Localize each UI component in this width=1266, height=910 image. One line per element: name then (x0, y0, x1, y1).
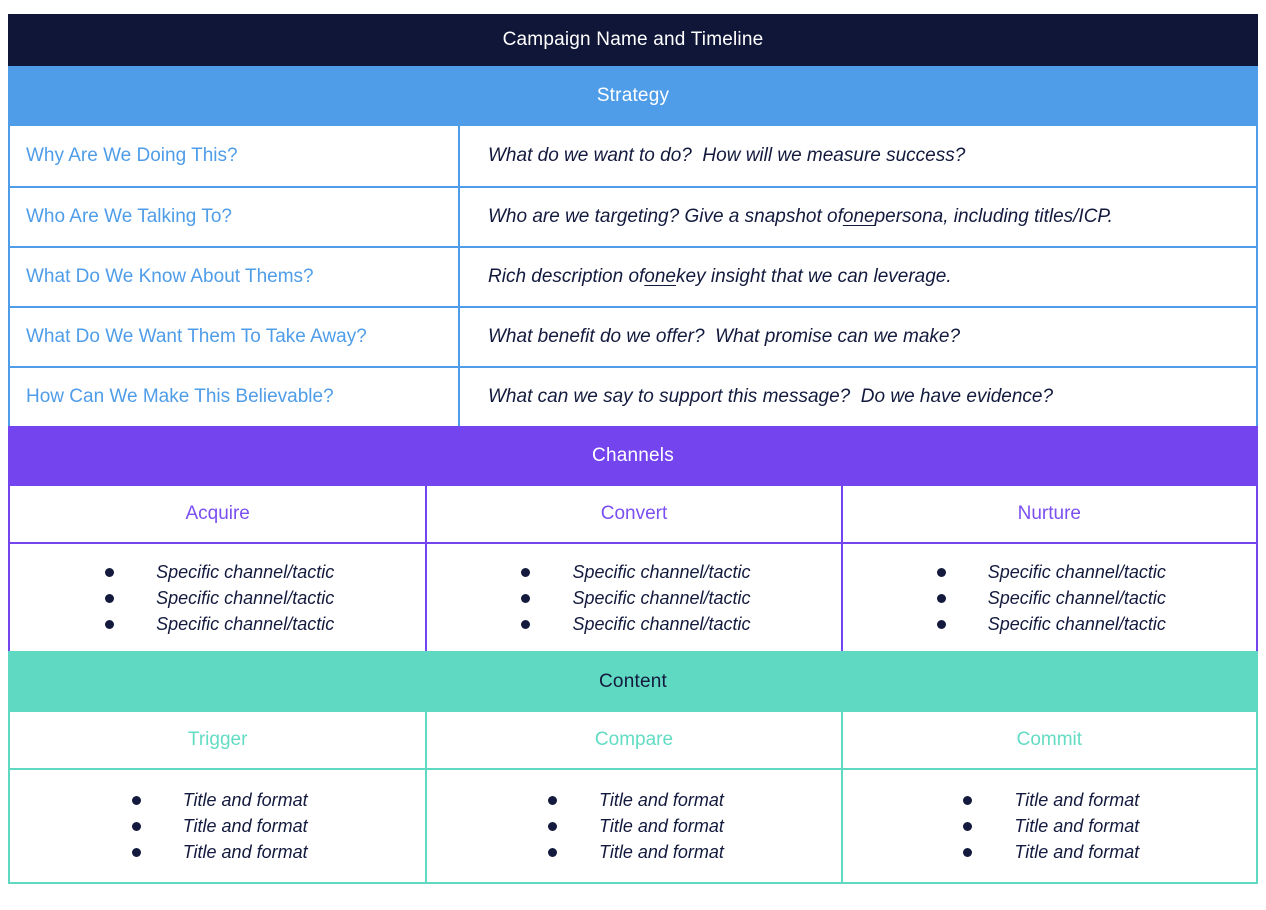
campaign-title: Campaign Name and Timeline (502, 29, 764, 50)
strategy-row-label: What Do We Want Them To Take Away? (10, 308, 460, 366)
content-column-title: Trigger (187, 729, 248, 750)
list-item: Specific channel/tactic (101, 611, 334, 637)
strategy-row-label: How Can We Make This Believable? (10, 368, 460, 426)
content-header-label: Content (599, 670, 667, 692)
underlined-text: one (842, 206, 875, 227)
strategy-row-label: Who Are We Talking To? (10, 188, 460, 246)
list-item: Title and format (959, 839, 1139, 865)
channel-column-title: Convert (425, 486, 840, 542)
list-item: Specific channel/tactic (101, 559, 334, 585)
description-text: What do we want to do? How will we measu… (488, 145, 966, 166)
description-text: persona, including titles/ICP. (874, 206, 1113, 227)
list-item: Title and format (128, 813, 308, 839)
strategy-rows: Why Are We Doing This? What do we want to… (8, 126, 1258, 426)
strategy-row: Why Are We Doing This? What do we want to… (10, 126, 1256, 186)
list-item: Title and format (544, 839, 724, 865)
strategy-row-description: Who are we targeting? Give a snapshot of… (460, 188, 1256, 246)
content-section-header: Content (8, 651, 1258, 712)
description-text: What benefit do we offer? What promise c… (488, 326, 961, 347)
description-text: Who are we targeting? Give a snapshot of (488, 206, 843, 227)
channels-section-header: Channels (8, 426, 1258, 486)
list-item: Specific channel/tactic (933, 611, 1166, 637)
description-text: What can we say to support this message?… (488, 386, 1054, 407)
list-item: Title and format (544, 787, 724, 813)
strategy-row-description: What can we say to support this message?… (460, 368, 1256, 426)
strategy-row-label: What Do We Know About Thems? (10, 248, 460, 306)
content-column-title: Compare (425, 712, 840, 768)
strategy-row: How Can We Make This Believable? What can… (10, 366, 1256, 426)
description-text: key insight that we can leverage. (676, 266, 952, 287)
strategy-row: What Do We Want Them To Take Away? What b… (10, 306, 1256, 366)
list-item: Specific channel/tactic (517, 559, 751, 585)
description-text: Rich description of (488, 266, 645, 287)
list-item: Specific channel/tactic (517, 611, 751, 637)
strategy-header-label: Strategy (596, 85, 670, 106)
list-item: Specific channel/tactic (933, 559, 1166, 585)
underlined-text: one (644, 266, 676, 287)
strategy-row-description: What do we want to do? How will we measu… (460, 126, 1256, 186)
strategy-row-description: What benefit do we offer? What promise c… (460, 308, 1256, 366)
channel-column-title: Acquire (185, 503, 250, 524)
list-item: Specific channel/tactic (517, 585, 751, 611)
strategy-row-description: Rich description of one key insight that… (460, 248, 1256, 306)
content-column-title: Commit (840, 712, 1256, 768)
list-item: Specific channel/tactic (933, 585, 1166, 611)
list-item: Title and format (959, 787, 1139, 813)
strategy-section-header: Strategy (8, 66, 1258, 126)
strategy-row-label: Why Are We Doing This? (10, 126, 460, 186)
list-item: Title and format (128, 787, 308, 813)
channels-header-label: Channels (592, 445, 674, 466)
list-item: Title and format (128, 839, 308, 865)
strategy-row: What Do We Know About Thems?Rich descrip… (10, 246, 1256, 306)
strategy-row: Who Are We Talking To?Who are we targeti… (10, 186, 1256, 246)
list-item: Title and format (544, 813, 724, 839)
channel-column-title: Nurture (840, 486, 1256, 542)
list-item: Specific channel/tactic (101, 585, 334, 611)
campaign-template-table: Campaign Name and Timeline Strategy Why … (8, 14, 1258, 884)
campaign-title-band: Campaign Name and Timeline (8, 14, 1258, 66)
list-item: Title and format (959, 813, 1139, 839)
